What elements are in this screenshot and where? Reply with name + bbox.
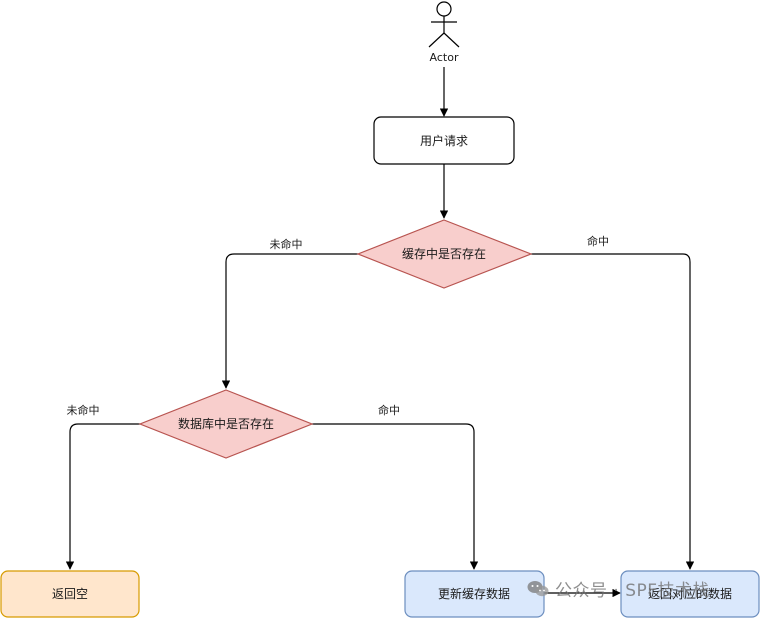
node-db-exists[interactable]: [138, 389, 314, 459]
edge-db-miss: [65, 423, 140, 570]
edges: [65, 67, 695, 598]
node-db-exists-label: 数据库中是否存在: [178, 416, 274, 431]
node-return-data[interactable]: [620, 570, 760, 618]
edge-label-cache-hit: 命中: [587, 234, 609, 248]
actor-figure-icon: [428, 1, 460, 48]
node-return-data-label: 返回对应的数据: [648, 586, 732, 601]
node-cache-exists[interactable]: [356, 219, 533, 289]
edge-db-hit: [312, 423, 479, 570]
node-user-request[interactable]: [373, 116, 515, 165]
node-update-cache-label: 更新缓存数据: [438, 586, 510, 601]
edge-label-db-miss: 未命中: [67, 403, 100, 417]
node-return-empty[interactable]: [0, 570, 140, 618]
edge-label-db-hit: 命中: [378, 403, 400, 417]
node-cache-exists-label: 缓存中是否存在: [402, 246, 486, 261]
node-user-request-label: 用户请求: [420, 133, 468, 148]
node-return-empty-label: 返回空: [52, 587, 88, 601]
edge-label-cache-miss: 未命中: [270, 237, 303, 251]
actor-label: Actor: [430, 51, 459, 64]
edge-cache-miss: [221, 253, 358, 389]
edge-cache-hit: [531, 253, 695, 570]
